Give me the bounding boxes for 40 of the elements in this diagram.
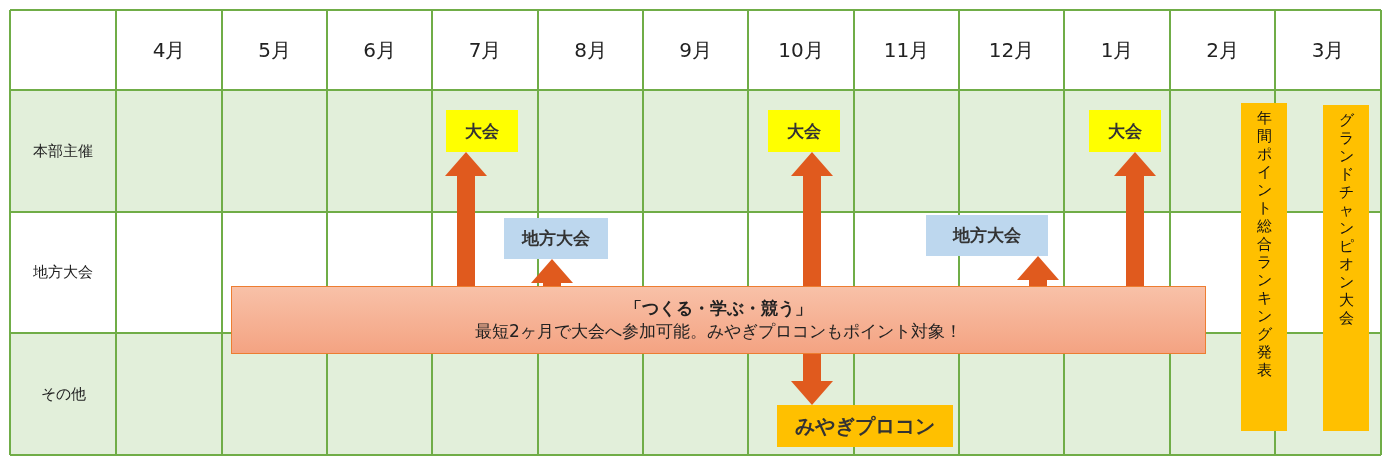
row-heading: その他 [40,384,86,404]
event-text: 大会 [787,119,821,143]
event-text: 地方大会 [522,227,590,250]
event-text: 大会 [1108,119,1142,143]
event-bar [1241,103,1287,431]
event-label [446,110,518,152]
event-text: みやぎプロコン [795,412,935,440]
month-header: 10月 [778,36,824,64]
block-arrow [791,354,833,405]
month-header: 8月 [574,36,607,64]
event-label [504,218,608,259]
slogan-text: 「つくる・学ぶ・競う」 [625,297,812,320]
month-header: 7月 [468,36,502,64]
month-header: 5月 [258,36,291,64]
banner [231,286,1206,354]
event-label [768,110,840,152]
month-header: 11月 [883,36,930,64]
event-text: 大会 [465,119,499,143]
event-label [926,215,1048,256]
row-heading: 本部主催 [33,141,93,161]
month-header: 12月 [988,36,1035,64]
month-header: 3月 [1311,36,1345,64]
block-arrow [1017,256,1059,286]
vertical-event-text: 年間ポイント総合ランキング発表 [1256,109,1272,379]
month-header: 9月 [679,36,712,64]
row-heading: 地方大会 [33,263,93,282]
block-arrow [791,152,833,286]
event-label [1089,110,1161,152]
month-header: 4月 [152,36,186,64]
month-header: 2月 [1206,36,1239,64]
event-bar [1323,105,1369,431]
month-header: 6月 [363,36,396,64]
event-label [777,405,953,447]
block-arrow [1114,152,1156,286]
block-arrow [531,259,573,286]
vertical-event-text: グランドチャンピオン大会 [1338,111,1354,327]
banner-text: 最短2ヶ月で大会へ参加可能。みやぎプロコンもポイント対象！ [475,320,962,343]
block-arrow [445,152,487,286]
month-header: 1月 [1100,36,1134,64]
event-text: 地方大会 [953,224,1021,247]
